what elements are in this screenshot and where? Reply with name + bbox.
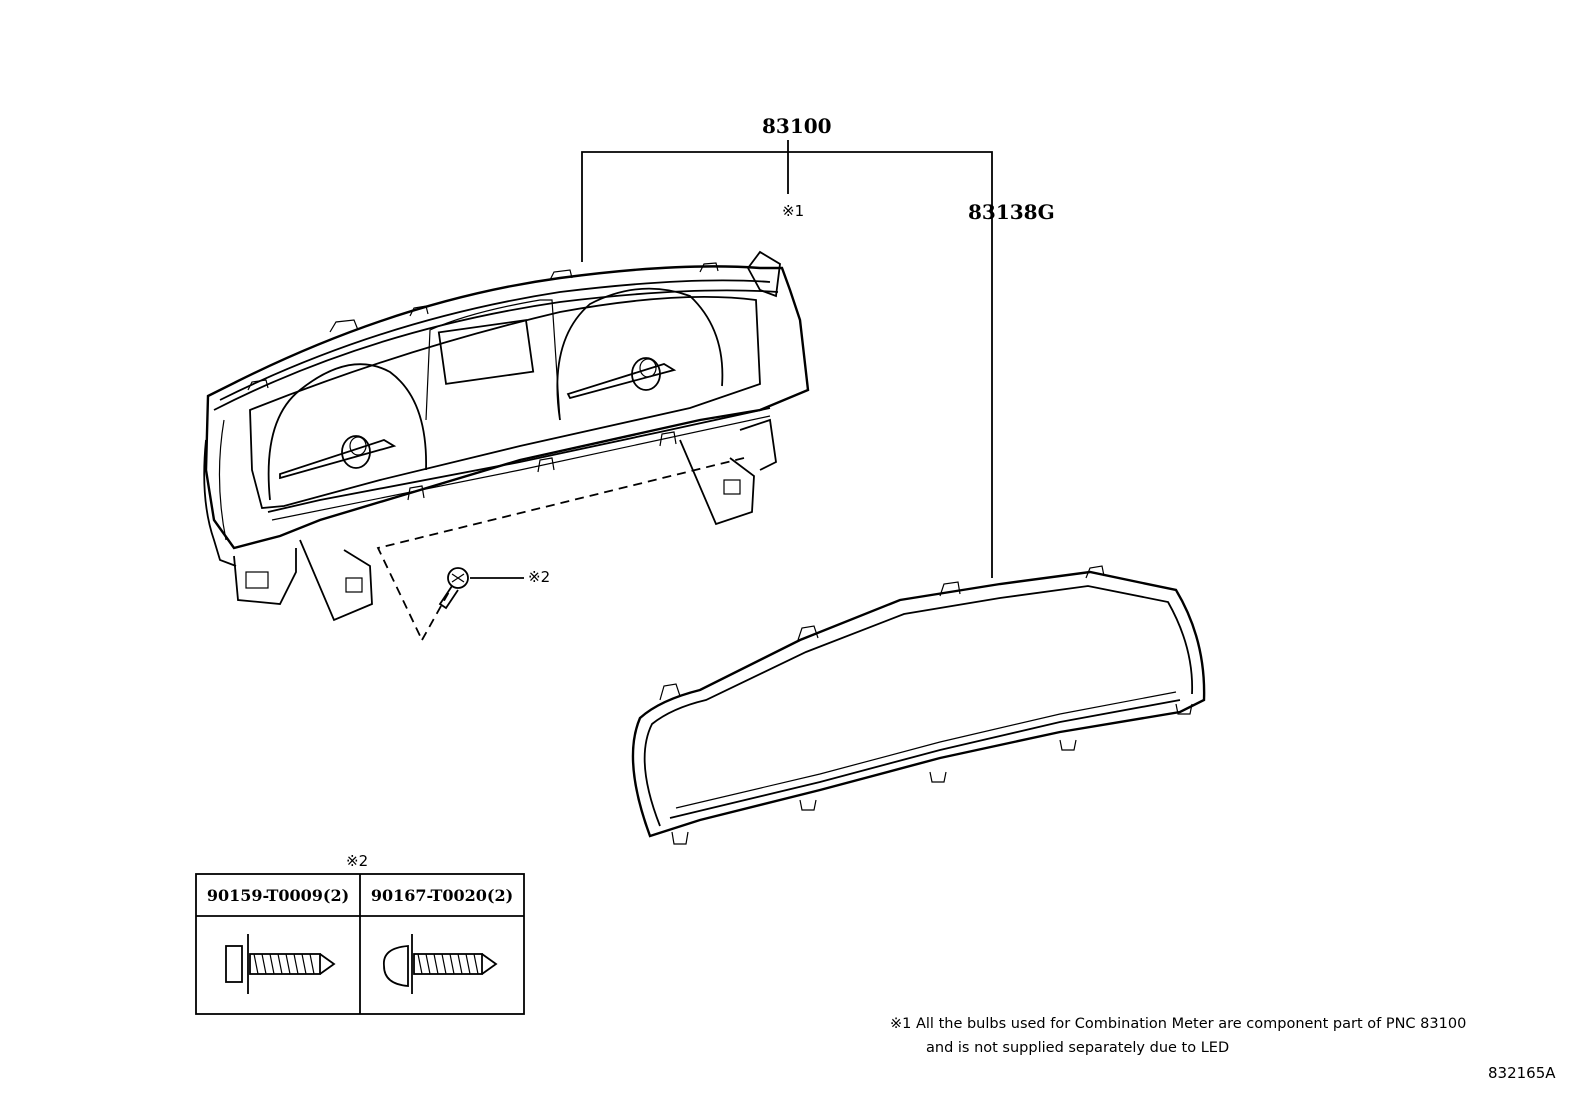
footnote-line-1: ※1 All the bulbs used for Combination Me… [890, 1016, 1467, 1032]
note-ref-1: ※1 [782, 202, 805, 220]
fastener-table-frame [195, 873, 525, 1015]
meter-lens-illustration [631, 565, 1206, 845]
fastener-part-number-2[interactable]: 90167-T0020(2) [370, 886, 514, 905]
table-ref-label: ※2 [346, 852, 369, 870]
leader-lines [581, 140, 993, 578]
screw-illustration [438, 567, 524, 610]
combination-meter-illustration [203, 250, 810, 641]
fastener-part-number-1[interactable]: 90159-T0009(2) [206, 886, 350, 905]
footnote-line-2: and is not supplied separately due to LE… [926, 1040, 1230, 1056]
hex-head-screw-icon [225, 934, 336, 994]
illustration-id: 832165A [1488, 1064, 1556, 1082]
part-number-83100[interactable]: 83100 [762, 114, 832, 138]
round-head-screw-icon [383, 934, 498, 994]
part-number-83138g[interactable]: 83138G [968, 200, 1055, 224]
note-ref-2: ※2 [528, 568, 551, 586]
